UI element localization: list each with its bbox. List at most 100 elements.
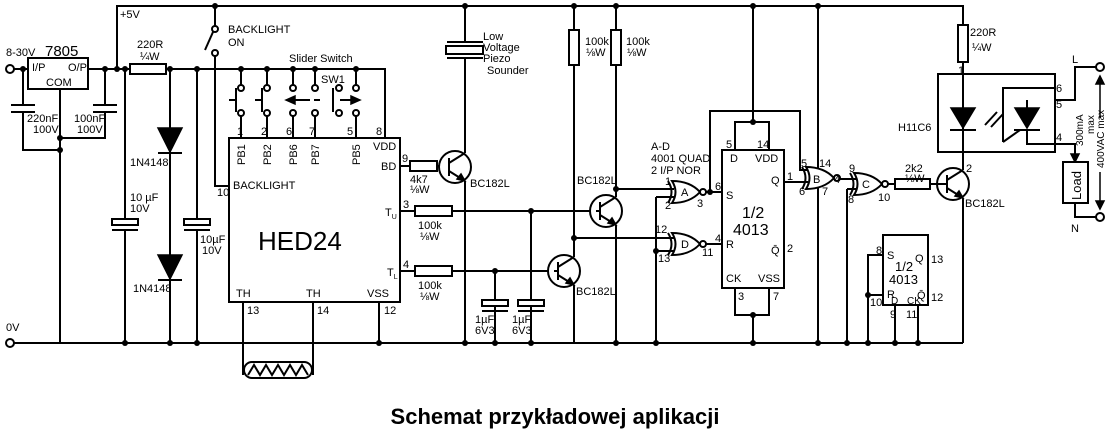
junction-dot (194, 66, 200, 72)
pin-label: VSS (758, 273, 780, 285)
pin-number: 3 (403, 199, 409, 211)
chip-name: 4013 (733, 222, 769, 239)
junction-dot (167, 340, 173, 346)
ground-label: 0V (6, 322, 20, 334)
junction-dot (212, 3, 218, 9)
switch-contact (263, 84, 271, 92)
junction-dot (462, 340, 468, 346)
cap-label: 6V3 (512, 325, 532, 337)
gate-name: C (862, 179, 870, 191)
junction-dot (238, 66, 244, 72)
pin-label: VSS (367, 288, 389, 300)
junction-dot (707, 189, 713, 195)
resistor-label: ⅛W (586, 47, 606, 59)
nor-gate-b (801, 165, 841, 191)
pin-number: 8 (848, 194, 854, 206)
resistor-label: 220R (970, 27, 996, 39)
pin-label: Q̄ (917, 289, 926, 302)
junction-dot (57, 135, 63, 141)
resistor-label: ⅛W (905, 173, 925, 185)
switch-contact (311, 84, 319, 92)
cap-label: 100V (77, 124, 103, 136)
pin-number: 1 (958, 65, 964, 77)
pin-number: 11 (906, 309, 917, 321)
piezo-sounder: Low Voltage Piezo Sounder (445, 31, 529, 77)
voltage-label: 400VAC max (1096, 110, 1107, 168)
cap-label: 100nF (74, 113, 105, 125)
junction-dot (571, 235, 577, 241)
chip-half: 1/2 (742, 205, 764, 222)
junction-dot (264, 66, 270, 72)
junction-dot (613, 3, 619, 9)
nor-gate-a (667, 179, 707, 205)
nor-labels: A-D 4001 QUAD 2 I/P NOR A D B C 1 2 3 12… (651, 141, 890, 265)
flipflop-4013-b: S Q R Q̄ D CK 1/2 4013 8 13 10 12 9 11 (870, 234, 943, 321)
chip-half: 1/2 (895, 259, 913, 274)
diode-label: 1N4148 (133, 283, 172, 295)
pin-label: PB1 (236, 144, 248, 165)
junction-dot (492, 340, 498, 346)
ground-terminal (5, 338, 15, 348)
junction-dots (20, 3, 921, 346)
junction-dot (492, 268, 498, 274)
resistor-label: ⅛W (420, 291, 440, 303)
pin-label: VDD (373, 141, 396, 153)
pin-number: 6 (715, 181, 721, 193)
pin-number: 10 (870, 297, 882, 309)
pin-number: 13 (931, 254, 943, 266)
regulator-in: I/P (32, 62, 45, 74)
transistors (438, 150, 970, 288)
neutral-terminal (1095, 212, 1105, 222)
pin-label: PB6 (288, 144, 300, 165)
wires (14, 5, 1096, 375)
resistor-label: 2k2 (905, 163, 923, 175)
backlight-switch-label: BACKLIGHT (228, 24, 291, 36)
current-label: 300mA (1075, 114, 1086, 146)
junction-dot (167, 66, 173, 72)
resistor-label: 220R (137, 39, 163, 51)
junction-dot (815, 340, 821, 346)
nor-caption: 2 I/P NOR (651, 165, 701, 177)
switch-contact (311, 109, 319, 117)
junction-dot (571, 3, 577, 9)
pin-label: S (726, 190, 733, 202)
resistor-label: 4k7 (410, 174, 428, 186)
slider-switch-sw1: Slider Switch SW1 (229, 53, 362, 117)
resistor-label: ⅛W (420, 231, 440, 243)
pin-number: 4 (403, 259, 409, 271)
chip-name: 4013 (889, 272, 918, 287)
junction-dot (122, 66, 128, 72)
pin-label: R (726, 239, 734, 251)
pin-number: 1 (787, 171, 793, 183)
pin-label: PB5 (351, 144, 363, 165)
pin-number: 6 (799, 186, 805, 198)
pin-number: 14 (819, 158, 831, 170)
junction-dot (915, 340, 921, 346)
diode-label: 1N4148 (130, 157, 169, 169)
junction-dot (613, 340, 619, 346)
input-terminal (5, 64, 15, 74)
piezo-label: Voltage (483, 42, 520, 54)
diagram-title: Schemat przykładowej aplikacji (391, 404, 720, 429)
opto-name: H11C6 (898, 122, 931, 134)
cap-label: 1µF (512, 314, 531, 326)
junction-dot (194, 340, 200, 346)
optocoupler-h11c6: H11C6 1 2 6 5 4 (898, 65, 1062, 175)
junction-dot (290, 66, 296, 72)
pin-label: PB7 (310, 144, 322, 165)
pin-number: 1 (237, 126, 243, 138)
junction-dot (750, 3, 756, 9)
q4-label: BC182L (965, 198, 1005, 210)
junction-dot (57, 147, 63, 153)
backlight-switch-label: ON (228, 37, 245, 49)
junction-dot (114, 66, 120, 72)
pin-number: 7 (822, 186, 828, 198)
regulator-7805: 7805 I/P O/P COM (27, 43, 89, 90)
load: Load L N 300mA max 400VAC max (1062, 54, 1107, 235)
pin-number: 5 (347, 126, 353, 138)
pin-label: D (891, 296, 898, 307)
junction-dot (376, 340, 382, 346)
